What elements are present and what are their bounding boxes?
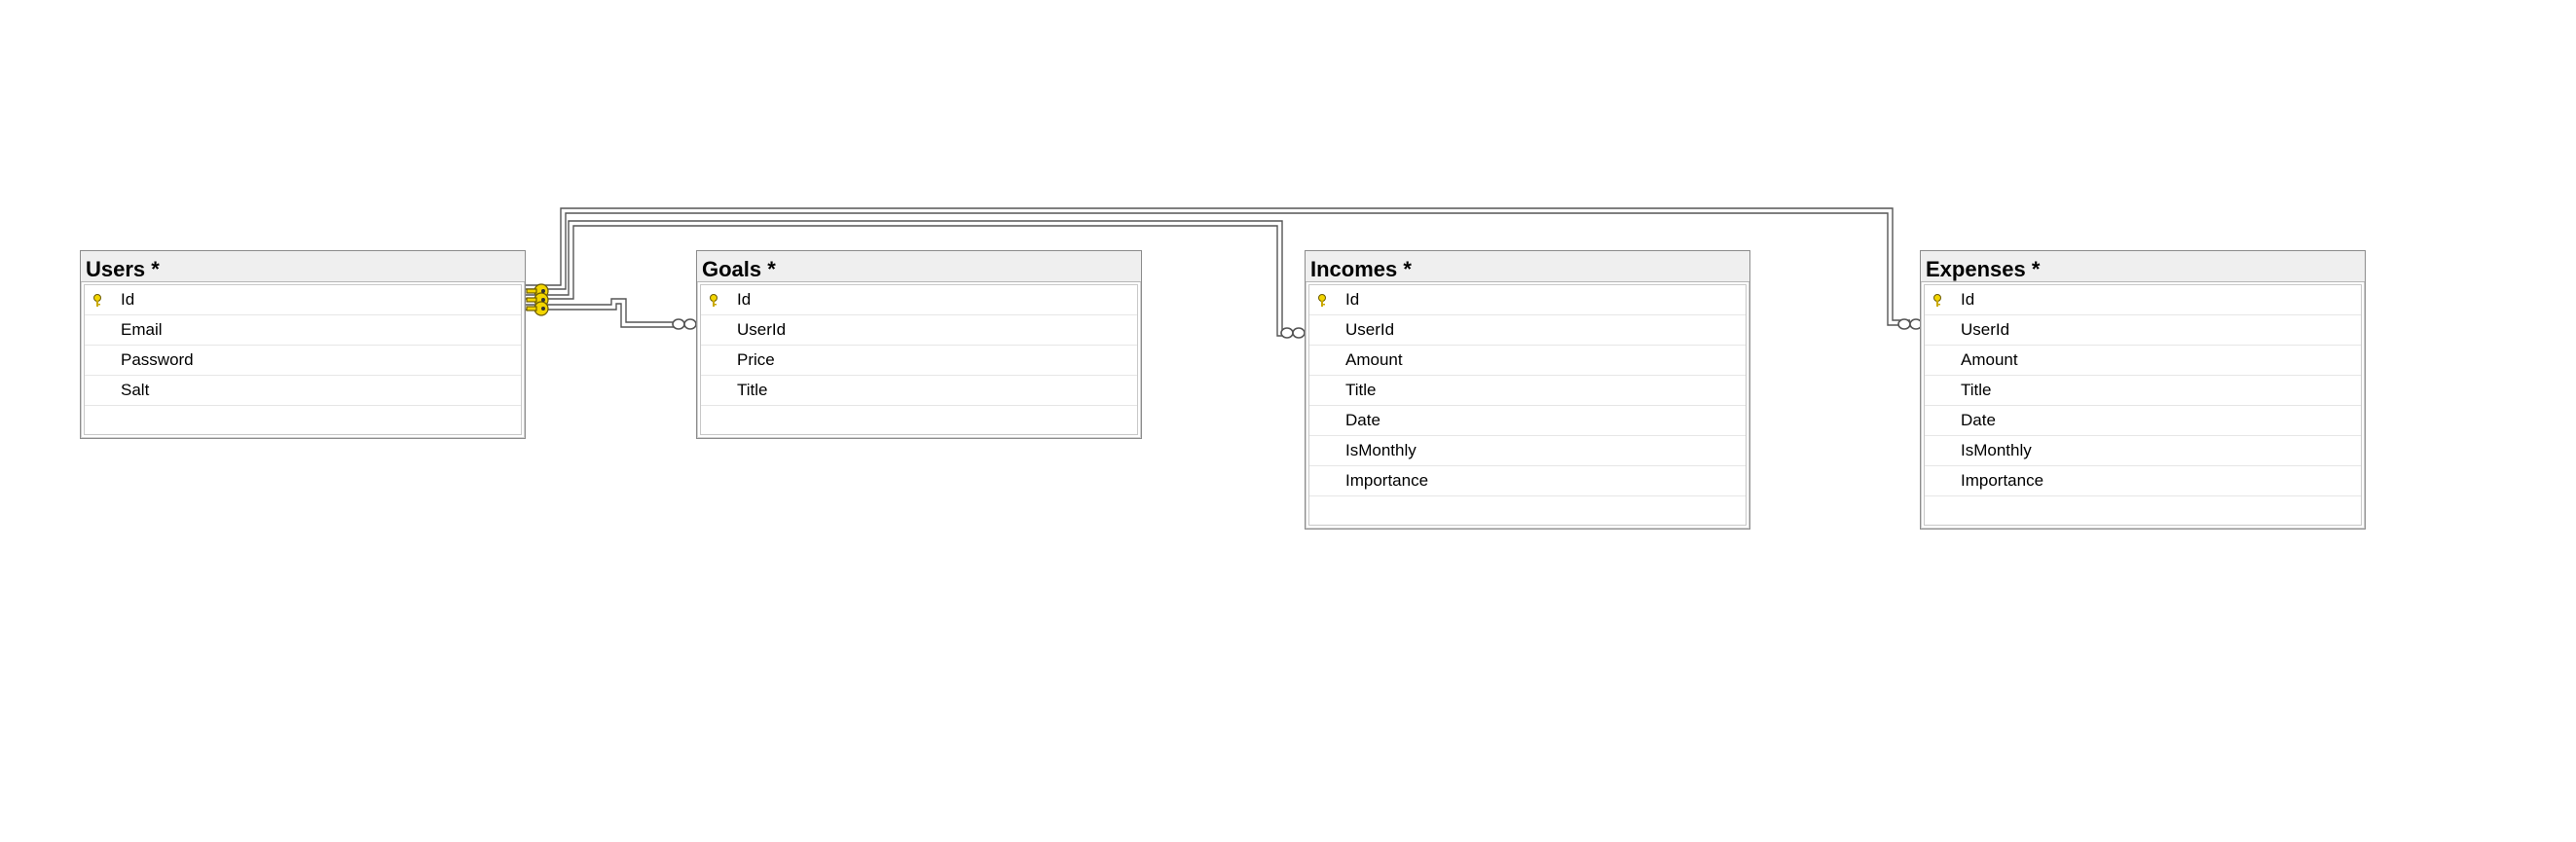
table-title: Goals * <box>702 257 776 281</box>
table-header[interactable]: Incomes * <box>1306 251 1749 282</box>
table-title: Expenses * <box>1926 257 2041 281</box>
column-list: Id Email Password Salt <box>84 284 522 435</box>
table-header[interactable]: Expenses * <box>1921 251 2365 282</box>
table-title: Incomes * <box>1310 257 1412 281</box>
column-row[interactable]: Amount <box>1925 346 2361 376</box>
column-row[interactable]: Id <box>85 285 521 315</box>
column-row[interactable]: UserId <box>701 315 1137 346</box>
column-name: Amount <box>1961 350 2018 369</box>
column-name: Id <box>737 290 752 309</box>
column-row[interactable]: Id <box>701 285 1137 315</box>
empty-row[interactable] <box>1309 496 1746 525</box>
column-row[interactable]: Importance <box>1309 466 1746 496</box>
table-title: Users * <box>86 257 160 281</box>
table-header[interactable]: Goals * <box>697 251 1141 282</box>
empty-row[interactable] <box>85 406 521 434</box>
column-name: Title <box>1961 381 1992 399</box>
table-goals[interactable]: Goals * Id UserId Price Title <box>696 250 1142 439</box>
relationship-users-expenses <box>526 207 1910 321</box>
column-name: UserId <box>1345 320 1395 339</box>
column-row[interactable]: Importance <box>1925 466 2361 496</box>
empty-row[interactable] <box>701 406 1137 434</box>
column-name: Id <box>121 290 135 309</box>
column-name: Id <box>1345 290 1360 309</box>
primary-key-icon <box>710 294 718 307</box>
empty-row[interactable] <box>1925 496 2361 525</box>
column-list: Id UserId Amount Title Date IsMonthly Im… <box>1924 284 2362 526</box>
column-list: Id UserId Amount Title Date IsMonthly Im… <box>1308 284 1747 526</box>
column-row[interactable]: Price <box>701 346 1137 376</box>
column-name: Title <box>1345 381 1377 399</box>
column-row[interactable]: Title <box>701 376 1137 406</box>
column-list: Id UserId Price Title <box>700 284 1138 435</box>
many-marker-incomes <box>1280 327 1294 339</box>
column-row[interactable]: IsMonthly <box>1925 436 2361 466</box>
column-name: Date <box>1345 411 1380 429</box>
column-row[interactable]: Amount <box>1309 346 1746 376</box>
column-row[interactable]: Title <box>1309 376 1746 406</box>
column-name: Title <box>737 381 768 399</box>
column-name: Importance <box>1345 471 1429 490</box>
many-marker-goals <box>672 318 685 330</box>
column-name: Importance <box>1961 471 2044 490</box>
primary-key-icon <box>1318 294 1326 307</box>
many-marker-expenses <box>1897 318 1911 330</box>
column-row[interactable]: Title <box>1925 376 2361 406</box>
column-row[interactable]: Date <box>1925 406 2361 436</box>
column-name: IsMonthly <box>1961 441 2032 459</box>
column-row[interactable]: Id <box>1925 285 2361 315</box>
column-name: UserId <box>1961 320 2010 339</box>
primary-key-icon <box>1933 294 1941 307</box>
column-name: UserId <box>737 320 787 339</box>
primary-key-icon <box>93 294 101 307</box>
table-header[interactable]: Users * <box>81 251 525 282</box>
column-name: Price <box>737 350 775 369</box>
table-incomes[interactable]: Incomes * Id UserId Amount Title Date Is… <box>1305 250 1750 530</box>
column-name: Email <box>121 320 163 339</box>
column-name: Amount <box>1345 350 1403 369</box>
column-row[interactable]: Salt <box>85 376 521 406</box>
column-row[interactable]: UserId <box>1309 315 1746 346</box>
column-row[interactable]: UserId <box>1925 315 2361 346</box>
column-name: Salt <box>121 381 150 399</box>
column-name: Password <box>121 350 194 369</box>
column-row[interactable]: Date <box>1309 406 1746 436</box>
column-row[interactable]: Email <box>85 315 521 346</box>
table-users[interactable]: Users * Id Email Password Salt <box>80 250 526 439</box>
column-name: IsMonthly <box>1345 441 1417 459</box>
column-row[interactable]: Id <box>1309 285 1746 315</box>
column-row[interactable]: Password <box>85 346 521 376</box>
column-name: Id <box>1961 290 1975 309</box>
table-expenses[interactable]: Expenses * Id UserId Amount Title Date I… <box>1920 250 2366 530</box>
column-name: Date <box>1961 411 1996 429</box>
column-row[interactable]: IsMonthly <box>1309 436 1746 466</box>
relationship-users-goals <box>526 298 681 323</box>
one-marker-key-icons <box>526 283 549 316</box>
